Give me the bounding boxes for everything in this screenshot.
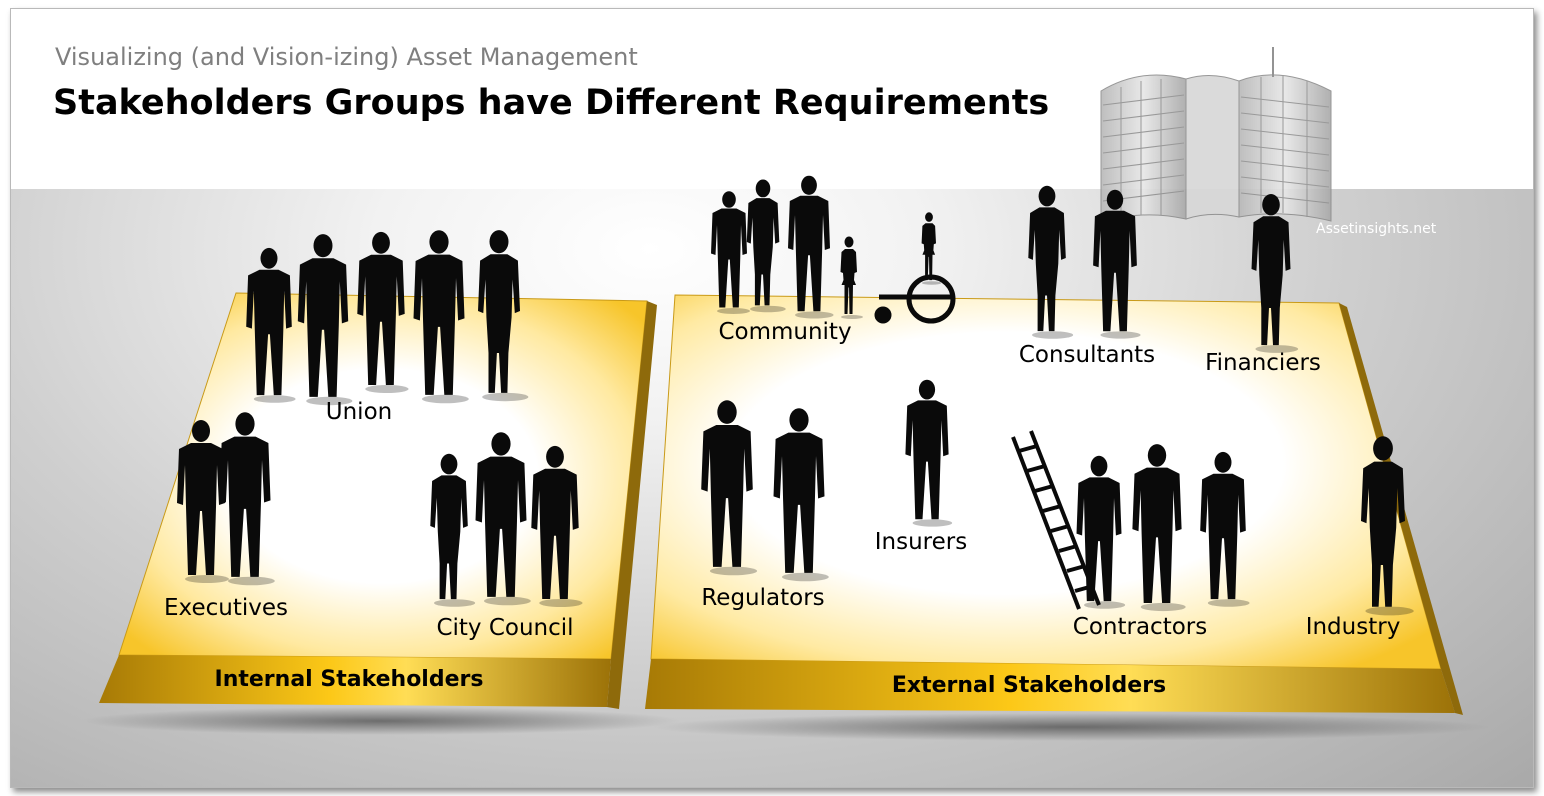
external-stakeholders-label: External Stakeholders — [891, 673, 1167, 698]
slide-title: Stakeholders Groups have Different Requi… — [53, 83, 1050, 123]
group-label-executives: Executives — [164, 595, 288, 621]
person-silhouette-icon — [921, 212, 942, 285]
person-silhouette-icon — [840, 236, 863, 319]
group-label-community: Community — [718, 319, 852, 345]
group-label-consultants: Consultants — [1018, 342, 1156, 368]
person-silhouette-icon — [1028, 185, 1074, 339]
person-silhouette-icon — [1076, 455, 1126, 609]
person-silhouette-icon — [788, 175, 834, 319]
ladder-icon — [1011, 430, 1101, 610]
person-silhouette-icon — [531, 445, 583, 607]
person-silhouette-icon — [1132, 444, 1186, 612]
person-silhouette-icon — [1251, 194, 1299, 353]
platform-shadow — [81, 707, 681, 735]
person-silhouette-icon — [701, 400, 758, 576]
group-label-insurers: Insurers — [874, 529, 968, 555]
person-silhouette-icon — [478, 230, 529, 402]
platform-shadow — [651, 713, 1491, 741]
group-label-regulators: Regulators — [701, 585, 825, 611]
group-label-financiers: Financiers — [1205, 350, 1321, 376]
person-silhouette-icon — [711, 191, 750, 314]
person-silhouette-icon — [297, 234, 353, 406]
internal-stakeholders-label: Internal Stakeholders — [214, 667, 484, 692]
credit-text: Assetinsights.net — [1316, 221, 1437, 237]
group-label-city-council: City Council — [436, 615, 574, 641]
group-label-union: Union — [325, 399, 393, 425]
stakeholder-silhouettes — [177, 175, 1414, 616]
slide: Visualizing (and Vision-izing) Asset Man… — [10, 8, 1534, 788]
person-silhouette-icon — [357, 231, 409, 393]
slide-subtitle: Visualizing (and Vision-izing) Asset Man… — [55, 43, 638, 71]
person-silhouette-icon — [1093, 189, 1141, 339]
person-silhouette-icon — [773, 408, 829, 582]
wheelchair-icon — [874, 274, 956, 324]
person-silhouette-icon — [177, 420, 229, 583]
person-silhouette-icon — [1361, 436, 1414, 616]
group-label-industry: Industry — [1305, 614, 1401, 640]
person-silhouette-icon — [430, 453, 476, 607]
person-silhouette-icon — [1200, 451, 1250, 607]
person-silhouette-icon — [413, 230, 469, 404]
stakeholder-scene — [81, 47, 1491, 741]
person-silhouette-icon — [905, 379, 953, 527]
group-label-contractors: Contractors — [1072, 614, 1208, 640]
person-silhouette-icon — [475, 432, 531, 606]
office-building-icon — [1100, 47, 1332, 224]
person-silhouette-icon — [246, 247, 296, 403]
person-silhouette-icon — [219, 412, 275, 586]
person-silhouette-icon — [746, 179, 786, 313]
